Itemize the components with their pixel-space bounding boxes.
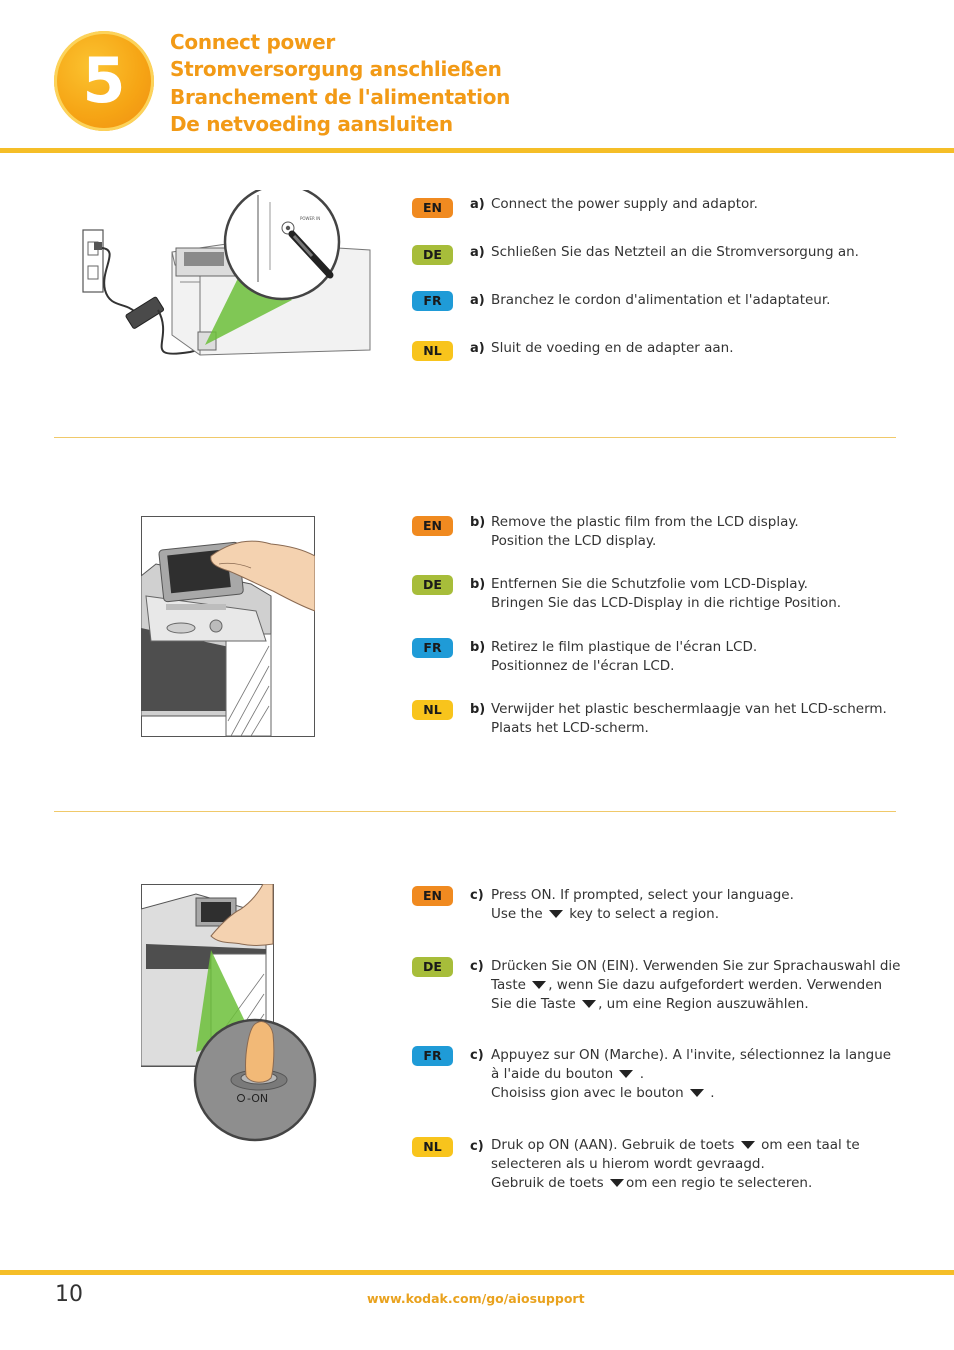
step-letter: b)	[470, 577, 486, 592]
step-letter: a)	[470, 197, 485, 212]
step-letter: b)	[470, 640, 486, 655]
power-button-illustration: -ON	[141, 884, 317, 1142]
instruction-text: Drücken Sie ON (EIN). Verwenden Sie zur …	[491, 958, 901, 974]
step-badge	[54, 31, 154, 131]
step-letter: c)	[470, 888, 484, 903]
section-divider	[54, 811, 896, 812]
instruction-text: Branchez le cordon d'alimentation et l'a…	[491, 292, 831, 308]
adaptor-label: POWER IN	[300, 216, 320, 221]
lang-badge-nl: NL	[412, 341, 453, 361]
section-divider	[54, 437, 896, 438]
instruction-text: Retirez le film plastique de l'écran LCD…	[491, 639, 758, 655]
step-letter: c)	[470, 959, 484, 974]
down-arrow-icon	[609, 1179, 624, 1187]
instruction-text: Druk op ON (AAN). Gebruik de toets om ee…	[491, 1137, 860, 1153]
instruction-text: Sie die Taste , um eine Region auszuwähl…	[491, 996, 809, 1012]
instruction-text: Sluit de voeding en de adapter aan.	[491, 340, 734, 356]
lang-badge-en: EN	[412, 886, 453, 906]
down-arrow-icon	[689, 1089, 704, 1097]
instruction-text: selecteren als u hierom wordt gevraagd.	[491, 1156, 765, 1172]
lang-badge-nl: NL	[412, 1137, 453, 1157]
instruction-text: Connect the power supply and adaptor.	[491, 196, 758, 212]
title-en: Connect power	[170, 30, 335, 54]
lang-badge-fr: FR	[412, 1046, 453, 1066]
lang-badge-fr: FR	[412, 638, 453, 658]
step-letter: a)	[470, 245, 485, 260]
lang-badge-de: DE	[412, 245, 453, 265]
instruction-text: Plaats het LCD-scherm.	[491, 720, 649, 736]
step-letter: a)	[470, 341, 485, 356]
down-arrow-icon	[740, 1141, 755, 1149]
instruction-text: Choisiss gion avec le bouton .	[491, 1085, 715, 1101]
instruction-text: à l'aide du bouton .	[491, 1066, 645, 1082]
lang-badge-de: DE	[412, 957, 453, 977]
lang-badge-en: EN	[412, 198, 453, 218]
instruction-text: Entfernen Sie die Schutzfolie vom LCD-Di…	[491, 576, 808, 592]
lang-badge-nl: NL	[412, 700, 453, 720]
instruction-text: Position the LCD display.	[491, 533, 657, 549]
power-connection-illustration: POWER IN	[82, 190, 371, 356]
lang-badge-fr: FR	[412, 291, 453, 311]
title-fr: Branchement de l'alimentation	[170, 85, 511, 109]
step-number: 5	[82, 44, 126, 117]
step-letter: b)	[470, 515, 486, 530]
step-letter: a)	[470, 293, 485, 308]
instruction-text: Bringen Sie das LCD-Display in die richt…	[491, 595, 842, 611]
instruction-text: Use the key to select a region.	[491, 906, 719, 922]
down-arrow-icon	[582, 1000, 597, 1008]
step-letter: c)	[470, 1048, 484, 1063]
footer-rule	[0, 1270, 954, 1275]
down-arrow-icon	[619, 1070, 634, 1078]
instruction-text: Positionnez de l'écran LCD.	[491, 658, 675, 674]
instruction-text: Press ON. If prompted, select your langu…	[491, 887, 794, 903]
lang-badge-de: DE	[412, 575, 453, 595]
instruction-text: Verwijder het plastic beschermlaagje van…	[491, 701, 887, 717]
instruction-text: Gebruik de toets om een regio te selecte…	[491, 1175, 813, 1191]
header-rule	[0, 148, 954, 153]
instruction-text: Appuyez sur ON (Marche). A l'invite, sél…	[491, 1047, 892, 1063]
down-arrow-icon	[532, 981, 547, 989]
down-arrow-icon	[548, 910, 563, 918]
instruction-text: Schließen Sie das Netzteil an die Stromv…	[491, 244, 859, 260]
title-de: Stromversorgung anschließen	[170, 57, 502, 81]
title-nl: De netvoeding aansluiten	[170, 112, 453, 136]
support-link[interactable]: www.kodak.com/go/aiosupport	[367, 1291, 585, 1306]
step-letter: b)	[470, 702, 486, 717]
lang-badge-en: EN	[412, 516, 453, 536]
lcd-display-illustration	[141, 516, 315, 737]
page-number: 10	[55, 1282, 83, 1307]
instruction-text: Taste , wenn Sie dazu aufgefordert werde…	[491, 977, 883, 993]
step-letter: c)	[470, 1139, 484, 1154]
instruction-text: Remove the plastic film from the LCD dis…	[491, 514, 799, 530]
power-button-label: -ON	[247, 1092, 268, 1105]
